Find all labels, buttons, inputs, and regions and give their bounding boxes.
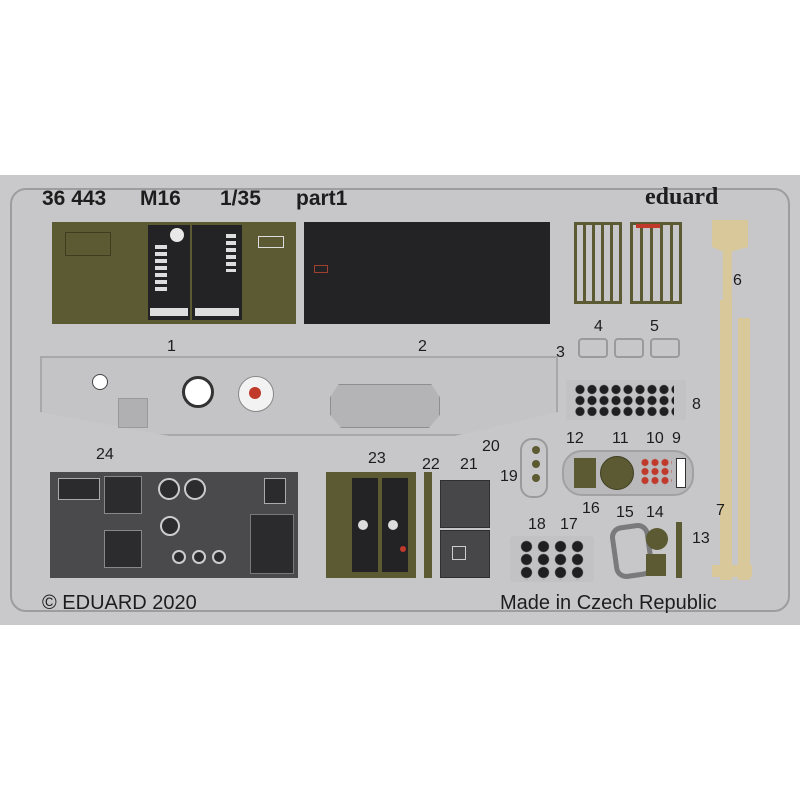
part-9 — [676, 458, 686, 488]
part-24-screen — [250, 514, 294, 574]
part-7-foot — [712, 565, 752, 577]
part-13 — [676, 522, 682, 578]
part-number: 20 — [482, 438, 500, 455]
part-3c — [650, 338, 680, 358]
part-10-red-knobs — [640, 458, 672, 486]
part-1-dial — [170, 228, 184, 242]
part-1-plate — [65, 232, 111, 256]
part-14-box — [646, 554, 666, 576]
part-number: 17 — [560, 516, 578, 533]
part-1-switch-row-2 — [226, 234, 236, 272]
part-number: 11 — [612, 430, 629, 447]
part-number: 14 — [646, 504, 664, 521]
part-11-dial — [600, 456, 634, 490]
part-23-knob-1 — [358, 520, 368, 530]
part-2-panel — [304, 222, 550, 324]
part-23-red-dot — [400, 546, 406, 552]
part-number: 9 — [672, 430, 681, 447]
bar-gauge-2 — [238, 376, 274, 412]
model-name: M16 — [140, 187, 181, 210]
part-number: 12 — [566, 430, 584, 447]
set-code: 36 443 — [42, 187, 107, 210]
part-1-label-plate — [258, 236, 284, 248]
part-19-pin-1 — [532, 446, 540, 454]
part-number: 6 — [733, 272, 742, 289]
part-21-top — [440, 480, 490, 528]
part-19-pin-2 — [532, 460, 540, 468]
part-number: 23 — [368, 450, 386, 467]
bar-hatch — [330, 384, 440, 428]
part-12-box — [574, 458, 596, 488]
part-1-strip — [150, 308, 188, 316]
part-24-dial-3 — [160, 516, 180, 536]
bar-plate — [118, 398, 148, 428]
part-1-switch-row — [155, 245, 167, 293]
part-7 — [738, 318, 750, 580]
part-24-gauge-box — [104, 476, 142, 514]
part-number: 4 — [594, 318, 603, 335]
part-24-knob-1 — [172, 550, 186, 564]
part-number: 16 — [582, 500, 600, 517]
part-3b — [614, 338, 644, 358]
part-6 — [720, 300, 732, 580]
part-2-mark — [314, 265, 328, 273]
part-number: 18 — [528, 516, 546, 533]
part-4 — [574, 222, 622, 304]
part-24-knob-3 — [212, 550, 226, 564]
part-14-dial — [646, 528, 668, 550]
part-number: 2 — [418, 338, 427, 355]
part-number: 3 — [556, 344, 565, 361]
bar-dial-small — [92, 374, 108, 390]
bar-part — [40, 356, 558, 436]
part-5 — [630, 222, 682, 304]
part-17-18 — [510, 536, 594, 582]
part-24-switch-box — [58, 478, 100, 500]
part-number: 15 — [616, 504, 634, 521]
part-number: 19 — [500, 468, 518, 485]
bar-gauge-1 — [182, 376, 214, 408]
part-19-pin-3 — [532, 474, 540, 482]
part-24-dial-1 — [158, 478, 180, 500]
part-24-switch-box-2 — [264, 478, 286, 504]
bar-gauge-2-center — [249, 387, 261, 399]
part-8 — [566, 380, 686, 420]
origin: Made in Czech Republic — [500, 592, 717, 614]
part-22 — [424, 472, 432, 578]
part-number: 13 — [692, 530, 710, 547]
part-24-gauge-box-2 — [104, 530, 142, 568]
part-number: 5 — [650, 318, 659, 335]
part-24-dial-2 — [184, 478, 206, 500]
part-5-red-strip — [636, 224, 660, 228]
part-number: 7 — [716, 502, 725, 519]
part-number: 8 — [692, 396, 701, 413]
part-24-knob-2 — [192, 550, 206, 564]
part-label: part1 — [296, 187, 348, 210]
part-number: 24 — [96, 446, 114, 463]
scale: 1/35 — [220, 187, 261, 210]
brand-logo: eduard — [645, 184, 719, 210]
part-number: 1 — [167, 338, 176, 355]
part-19 — [520, 438, 548, 498]
part-1-strip-2 — [195, 308, 239, 316]
part-21-mark — [452, 546, 466, 560]
part-number: 22 — [422, 456, 440, 473]
copyright: © EDUARD 2020 — [42, 592, 197, 614]
part-23-knob-2 — [388, 520, 398, 530]
part-number: 21 — [460, 456, 478, 473]
part-3a — [578, 338, 608, 358]
part-number: 10 — [646, 430, 664, 447]
